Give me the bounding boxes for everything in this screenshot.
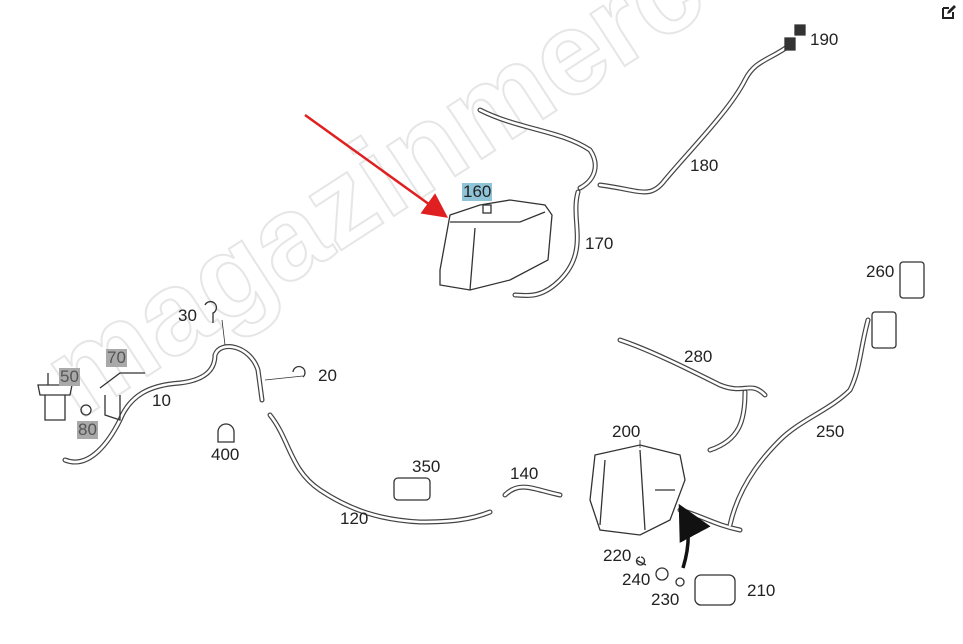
screw-220 <box>635 556 647 566</box>
label-30[interactable]: 30 <box>178 306 197 325</box>
label-50[interactable]: 50 <box>59 367 80 386</box>
label-190[interactable]: 190 <box>810 30 839 49</box>
plug-230 <box>675 577 685 587</box>
edit-icon[interactable] <box>941 4 957 20</box>
red-pointer-arrow <box>304 113 449 218</box>
label-350[interactable]: 350 <box>412 457 441 476</box>
label-250[interactable]: 250 <box>816 422 845 441</box>
label-220[interactable]: 220 <box>603 546 632 565</box>
label-160-selected[interactable]: 160 <box>462 182 493 201</box>
label-200[interactable]: 200 <box>612 422 641 441</box>
label-140[interactable]: 140 <box>510 464 539 483</box>
clip-400 <box>217 423 235 443</box>
label-210[interactable]: 210 <box>747 581 776 600</box>
label-240[interactable]: 240 <box>622 570 651 589</box>
label-280[interactable]: 280 <box>684 347 713 366</box>
label-170[interactable]: 170 <box>585 234 614 253</box>
hose-250 <box>727 317 871 528</box>
screw-80 <box>80 404 92 416</box>
assembly-arrow <box>678 503 711 569</box>
reservoir-160 <box>439 199 553 291</box>
label-230[interactable]: 230 <box>651 590 680 609</box>
label-70[interactable]: 70 <box>106 348 127 367</box>
clip-20 <box>292 365 306 378</box>
label-260[interactable]: 260 <box>866 262 895 281</box>
label-20[interactable]: 20 <box>318 366 337 385</box>
sensor-250 <box>871 311 897 349</box>
bracket-70 <box>99 372 145 421</box>
sensor-260 <box>899 261 925 299</box>
canister-200 <box>589 444 686 536</box>
label-10[interactable]: 10 <box>152 391 171 410</box>
bracket-350 <box>393 477 431 501</box>
hose-top <box>477 107 598 191</box>
ring-240 <box>655 567 669 581</box>
clip-30 <box>204 301 217 323</box>
valve-210 <box>694 574 736 606</box>
hose-120 <box>267 412 493 525</box>
label-180[interactable]: 180 <box>690 156 719 175</box>
label-400[interactable]: 400 <box>211 445 240 464</box>
label-80[interactable]: 80 <box>77 420 98 439</box>
connector-190 <box>784 24 806 51</box>
label-120[interactable]: 120 <box>340 509 369 528</box>
